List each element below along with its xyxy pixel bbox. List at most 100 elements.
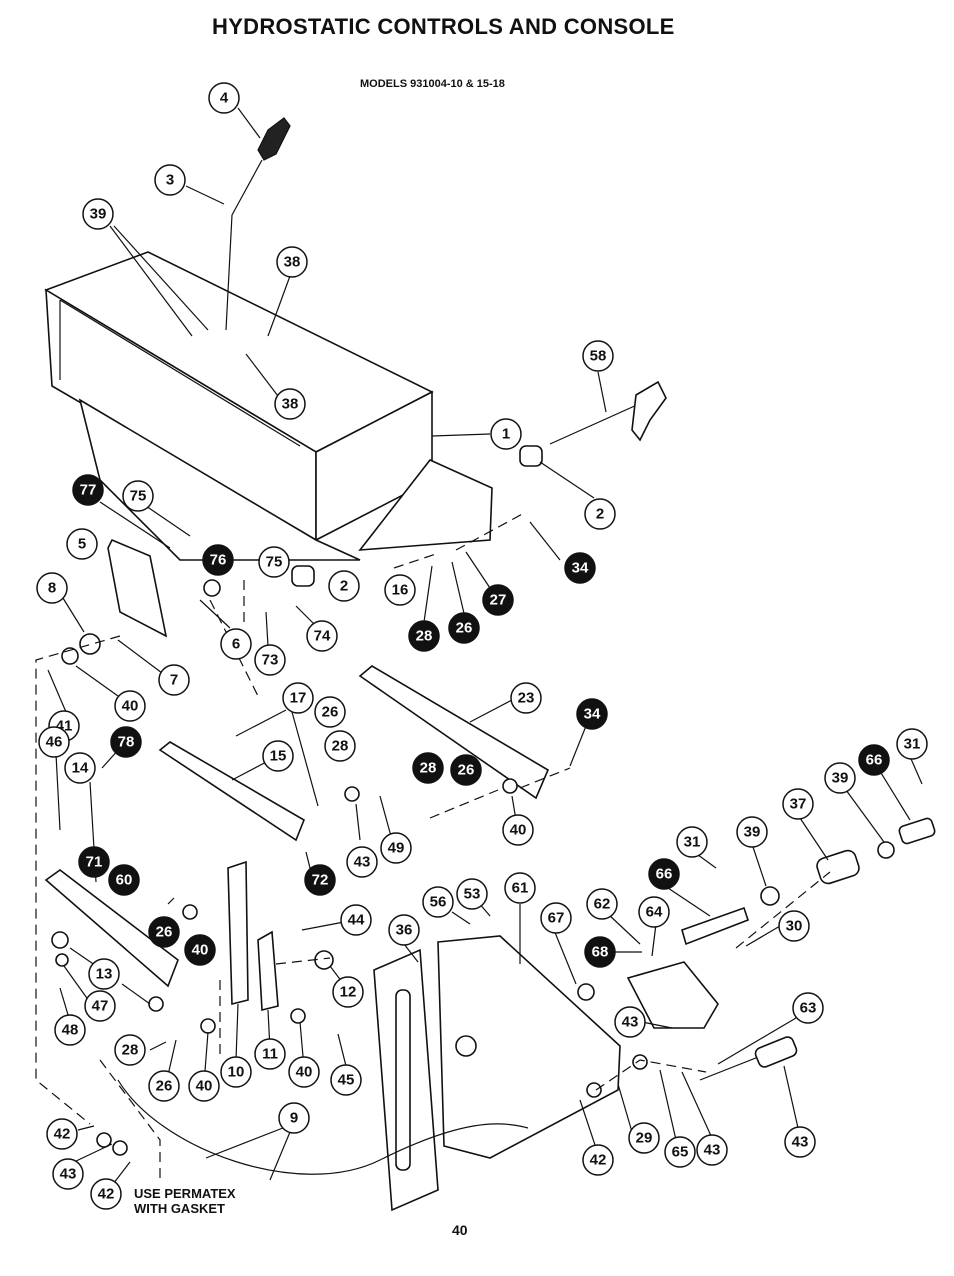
callout-10: 10 [220,1056,252,1088]
callout-label: 43 [704,1142,721,1159]
callout-4: 4 [208,82,240,114]
callout-8: 8 [36,572,68,604]
callout-43: 43 [784,1126,816,1158]
callout-68: 68 [584,936,616,968]
callout-circle [736,816,768,848]
callout-circle [564,552,596,584]
callout-circle [288,1056,320,1088]
plate-61 [437,935,621,1159]
callout-circle [108,864,140,896]
callout-label: 36 [396,922,413,939]
callout-label: 2 [596,506,604,523]
callout-label: 75 [266,554,283,571]
callout-label: 45 [338,1072,355,1089]
callout-circle [638,896,670,928]
callout-29: 29 [628,1122,660,1154]
callout-label: 39 [832,770,849,787]
callout-circle [328,570,360,602]
callout-circle [340,904,372,936]
callout-circle [258,546,290,578]
callout-30: 30 [778,910,810,942]
callout-circle [158,664,190,696]
callout-1: 1 [490,418,522,450]
callout-circle [54,1014,86,1046]
callout-42: 42 [46,1118,78,1150]
callout-circle [614,1006,646,1038]
callout-circle [304,864,336,896]
callout-label: 28 [420,760,437,777]
callout-label: 62 [594,896,611,913]
rail-15 [158,741,305,842]
callout-label: 30 [786,918,803,935]
callout-label: 13 [96,966,113,983]
callout-circle [896,728,928,760]
callout-circle [540,902,572,934]
callout-circle [676,826,708,858]
callout-46: 46 [38,726,70,758]
callout-26: 26 [148,1070,180,1102]
callout-circle [282,682,314,714]
callout-label: 3 [166,172,174,189]
callout-circle [202,544,234,576]
callout-label: 28 [416,628,433,645]
washers [51,579,895,1156]
callout-26: 26 [314,696,346,728]
callout-label: 38 [284,254,301,271]
callout-43: 43 [614,1006,646,1038]
callout-label: 16 [392,582,409,599]
callout-circle [824,762,856,794]
callout-42: 42 [90,1178,122,1210]
callout-28: 28 [408,620,440,652]
callout-circle [450,754,482,786]
bracket-5 [107,538,168,638]
callout-34: 34 [564,552,596,584]
callout-circle [84,990,116,1022]
callout-40: 40 [288,1056,320,1088]
callout-label: 4 [220,90,229,107]
callout-label: 31 [684,834,701,851]
callout-label: 78 [118,734,135,751]
callout-circle [510,682,542,714]
callout-circle [582,1144,614,1176]
callout-circle [346,846,378,878]
callout-circle [262,740,294,772]
diagram-title: HYDROSTATIC CONTROLS AND CONSOLE [212,14,675,39]
callout-circle [64,752,96,784]
callout-label: 34 [572,560,589,577]
callout-75: 75 [122,480,154,512]
callout-label: 6 [232,636,240,653]
callout-label: 9 [290,1110,298,1127]
callout-label: 23 [518,690,535,707]
callout-label: 40 [510,822,527,839]
callout-76: 76 [202,544,234,576]
callout-label: 49 [388,840,405,857]
callout-circle [90,1178,122,1210]
callout-label: 48 [62,1022,79,1039]
callout-43: 43 [346,846,378,878]
callout-42: 42 [582,1144,614,1176]
callout-label: 68 [592,944,609,961]
callout-circle [274,388,306,420]
callout-label: 63 [800,1000,817,1017]
callout-label: 5 [78,536,86,553]
callout-circle [314,696,346,728]
callout-label: 26 [322,704,339,721]
callout-39: 39 [736,816,768,848]
callout-label: 56 [430,894,447,911]
callout-circle [82,198,114,230]
callout-label: 64 [646,904,663,921]
callout-label: 28 [332,738,349,755]
callout-circle [184,934,216,966]
callout-58: 58 [582,340,614,372]
callout-40: 40 [502,814,534,846]
callout-label: 43 [792,1134,809,1151]
callout-label: 17 [290,690,307,707]
callout-circle [448,612,480,644]
callout-label: 65 [672,1144,689,1161]
rod-63 [699,1036,798,1081]
callout-label: 67 [548,910,565,927]
callout-62: 62 [586,888,618,920]
callout-47: 47 [84,990,116,1022]
